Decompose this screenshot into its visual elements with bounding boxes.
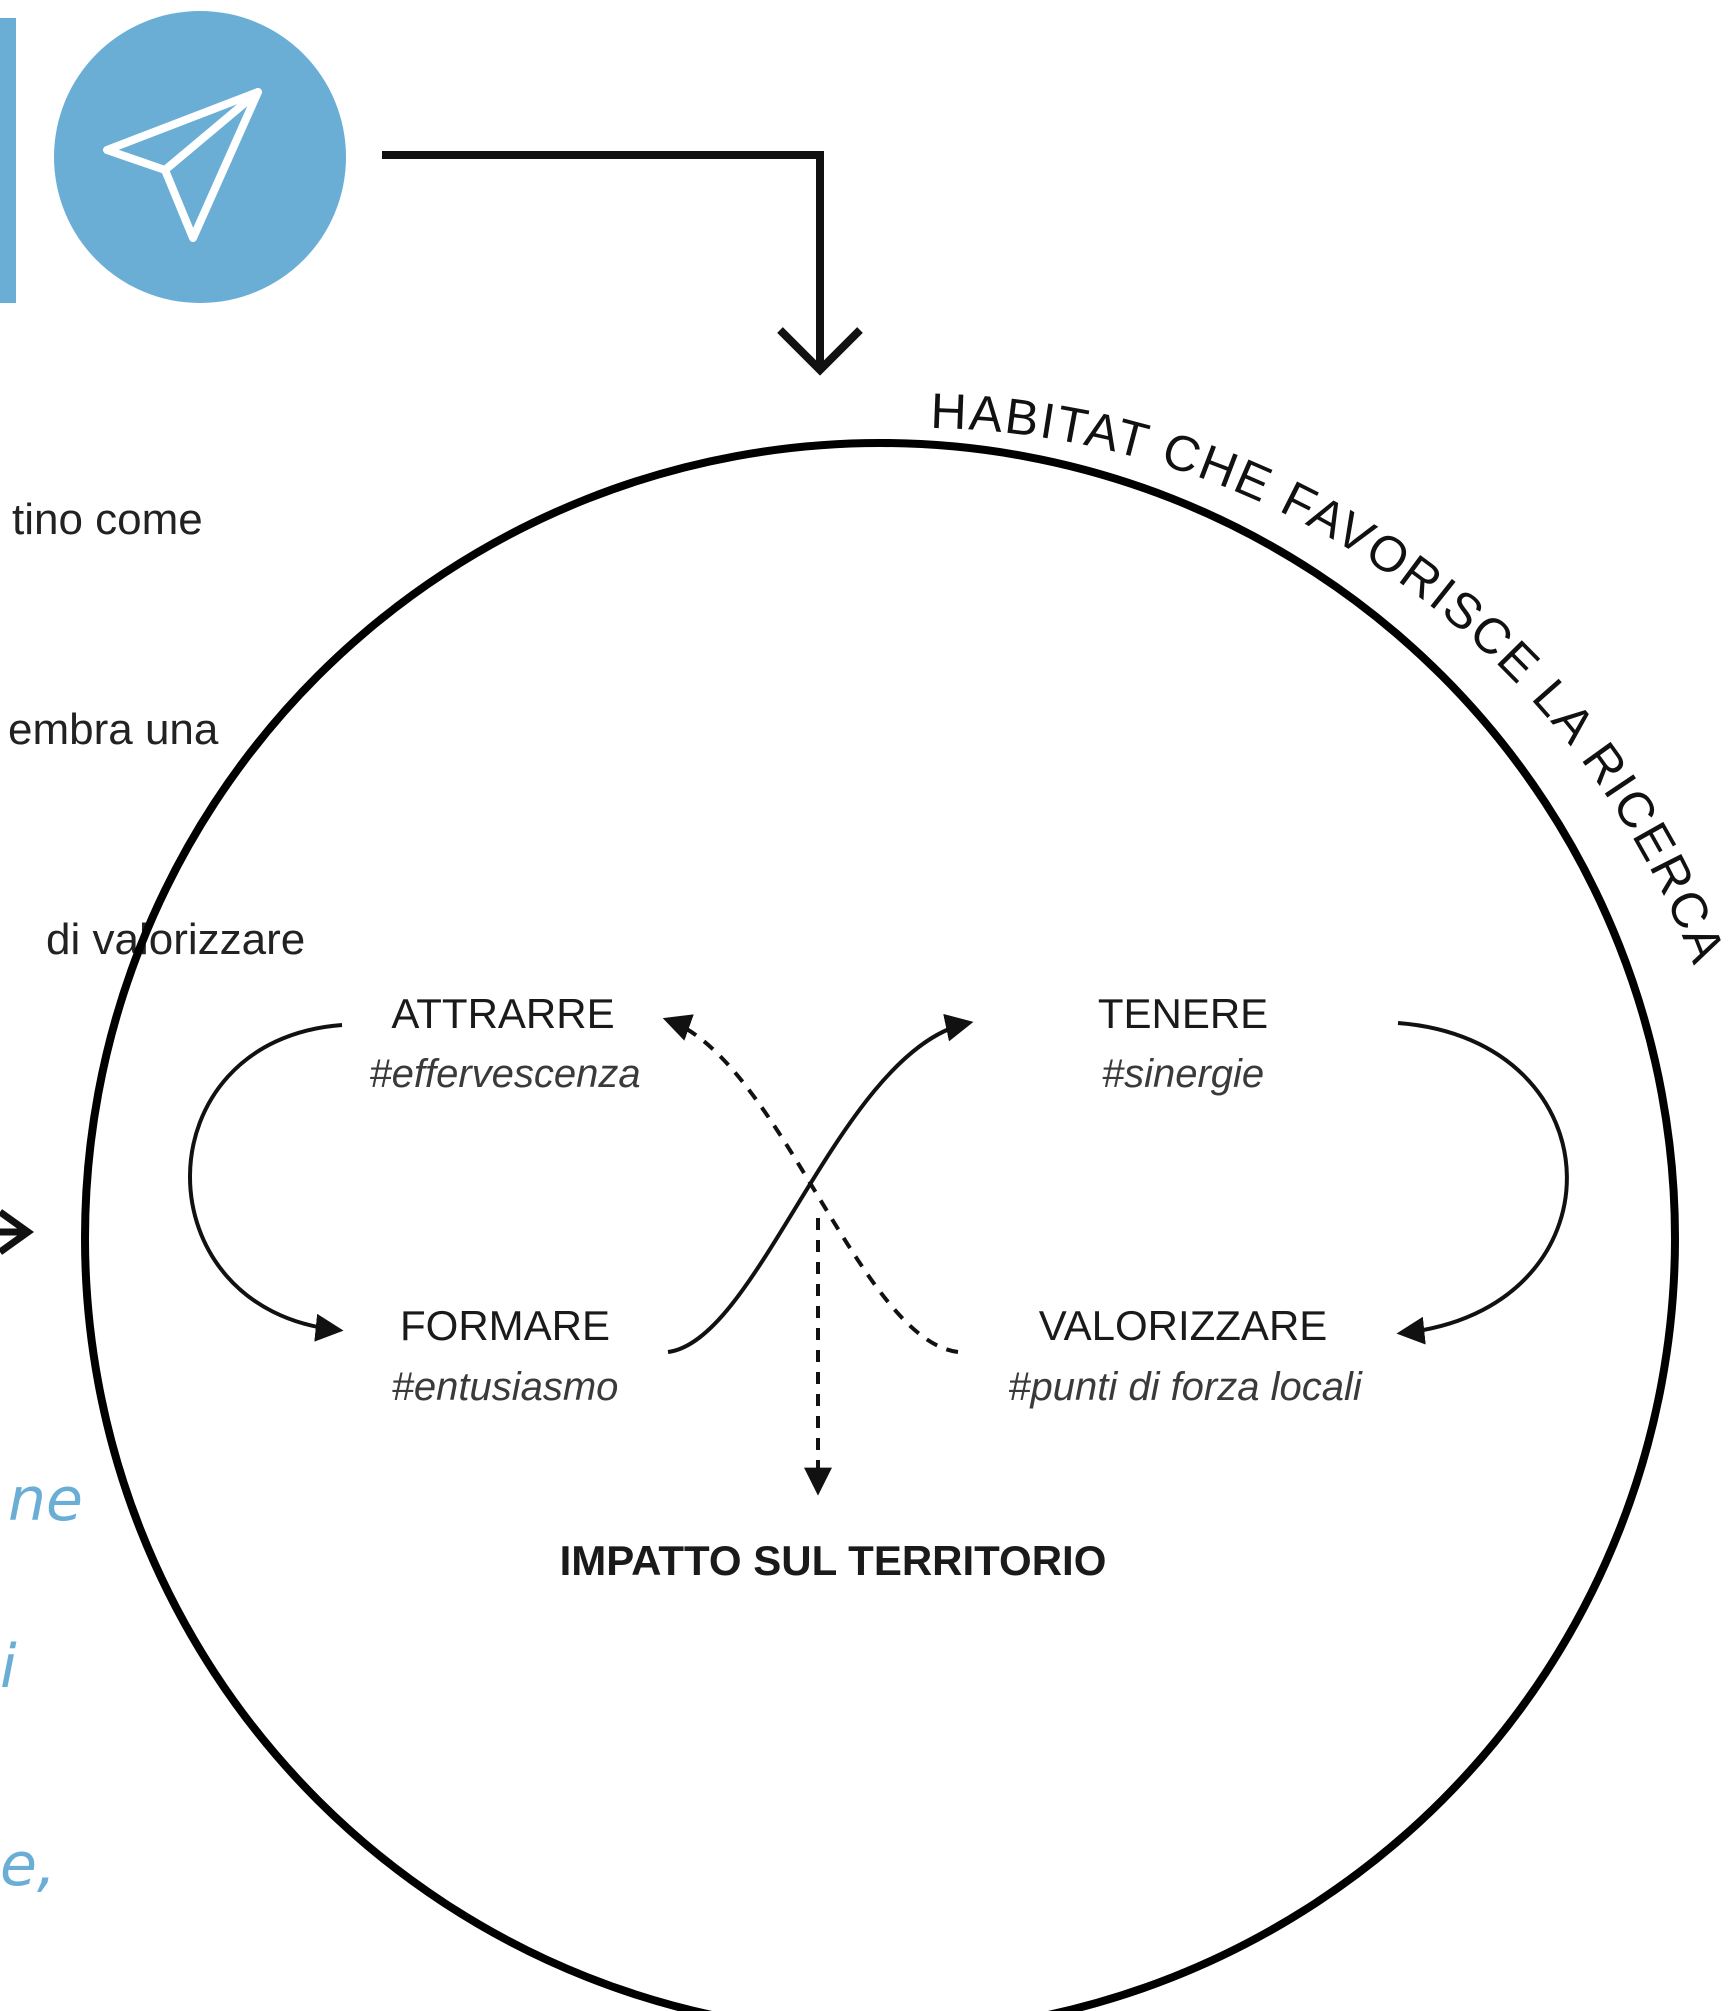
side-fragment: i bbox=[0, 1632, 17, 1702]
connector-arrow bbox=[382, 151, 863, 376]
intro-line: tino come bbox=[12, 495, 203, 544]
stage-title: VALORIZZARE bbox=[1039, 1302, 1328, 1349]
stage-title: TENERE bbox=[1098, 990, 1268, 1037]
side-fragment: ne bbox=[8, 1465, 83, 1535]
habitat-label: HABITAT CHE FAVORISCE LA RICERCA bbox=[930, 383, 1735, 972]
stage-tag: #sinergie bbox=[1102, 1052, 1264, 1096]
paper-plane-icon bbox=[54, 11, 346, 303]
habitat-label-path: HABITAT CHE FAVORISCE LA RICERCA bbox=[930, 383, 1735, 972]
chevron-right-icon bbox=[0, 1209, 35, 1255]
stage-tag: #entusiasmo bbox=[392, 1365, 619, 1409]
intro-line: embra una bbox=[8, 705, 219, 754]
stage-tag: #punti di forza locali bbox=[1008, 1365, 1363, 1409]
loop-arrow-right bbox=[1396, 1021, 1569, 1345]
loop-arrow-left bbox=[188, 1023, 344, 1342]
stage-tag: #effervescenza bbox=[369, 1052, 640, 1096]
intro-paragraph: tino come embra una di valorizzare bbox=[0, 345, 305, 1045]
stage-formare: FORMARE #entusiasmo bbox=[392, 1302, 619, 1409]
cross-arrow-dashed bbox=[662, 1014, 959, 1354]
intro-line: di valorizzare bbox=[46, 915, 306, 964]
stage-attrarre: ATTRARRE #effervescenza bbox=[369, 990, 640, 1096]
side-fragment: e, bbox=[0, 1830, 56, 1900]
blue-bar-fragment bbox=[0, 18, 16, 303]
habitat-circle bbox=[81, 439, 1679, 2011]
stage-title: FORMARE bbox=[400, 1302, 610, 1349]
stage-valorizzare: VALORIZZARE #punti di forza locali bbox=[1008, 1302, 1363, 1409]
stage-tenere: TENERE #sinergie bbox=[1098, 990, 1268, 1096]
impact-label: IMPATTO SUL TERRITORIO bbox=[560, 1537, 1107, 1584]
stage-title: ATTRARRE bbox=[391, 990, 614, 1037]
cross-arrow-solid bbox=[667, 1013, 974, 1354]
